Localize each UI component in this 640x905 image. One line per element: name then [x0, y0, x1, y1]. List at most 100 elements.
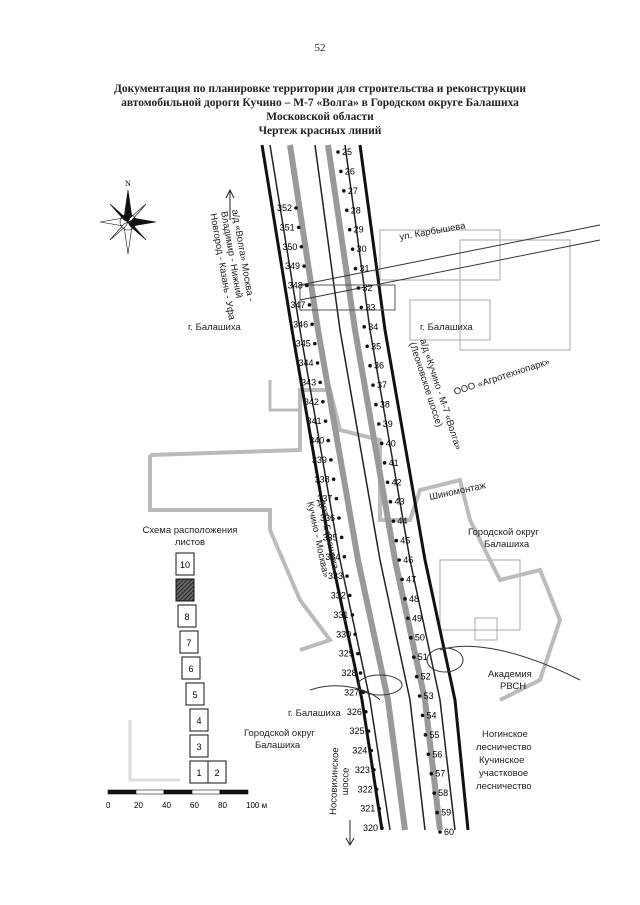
point-label: 34: [368, 322, 378, 332]
road-nosovikhinskoe: [309, 685, 381, 701]
red-line-point: [385, 480, 390, 485]
red-line-point: [296, 225, 301, 230]
point-label: 46: [403, 555, 413, 565]
point-label: 325: [350, 726, 365, 736]
red-line-point: [406, 616, 410, 621]
sheet-number: 10: [180, 560, 190, 570]
red-line-point: [329, 458, 333, 462]
point-label: 337: [317, 494, 332, 504]
point-label: 328: [341, 668, 356, 678]
red-line-point: [334, 496, 339, 501]
building-block: [409, 299, 491, 341]
point-label: 25: [342, 147, 352, 157]
red-line-point: [331, 477, 336, 482]
point-label: 331: [333, 610, 348, 620]
point-label: 352: [277, 203, 292, 213]
point-label: 42: [392, 477, 402, 487]
sheet-cell: [189, 734, 209, 758]
point-label: 323: [355, 765, 370, 775]
point-label: 348: [288, 281, 303, 291]
point-label: 55: [429, 730, 439, 740]
point-label: 50: [415, 633, 425, 643]
red-line-point: [438, 830, 442, 834]
place-akademia: РВСН: [500, 681, 526, 692]
zone-boundary: [148, 455, 334, 652]
red-line-point: [304, 283, 309, 288]
red-line-point: [365, 344, 369, 349]
red-line-point: [307, 303, 312, 307]
point-label: 30: [357, 244, 367, 254]
point-label: 43: [394, 497, 404, 507]
red-line-point: [374, 402, 378, 407]
point-label: 36: [374, 361, 384, 371]
point-label: 344: [298, 358, 313, 368]
point-label: 41: [389, 458, 399, 468]
street-label: ул. Карбышева: [399, 220, 467, 243]
sheet-number: 5: [192, 690, 197, 700]
red-line-point: [337, 516, 341, 520]
point-label: 40: [386, 438, 396, 448]
red-line-point: [400, 577, 404, 582]
red-line-point: [374, 787, 379, 792]
scale-segment: [191, 789, 221, 795]
place-agrotechnopark: ООО «Агротехнопарк»: [453, 356, 552, 397]
red-line-point: [361, 690, 365, 695]
red-line-point: [345, 574, 349, 578]
sheet-number: 6: [188, 664, 193, 674]
scale-segment: [163, 789, 193, 795]
point-label: 60: [444, 827, 454, 837]
sheet-number: 3: [196, 742, 201, 752]
red-line-point: [299, 244, 304, 249]
title-line: Московской области: [266, 111, 374, 123]
red-line-point: [391, 519, 396, 523]
red-line-point: [326, 438, 331, 443]
place-tire: Шиномонтаж: [428, 480, 487, 503]
sheet-cell: [189, 708, 209, 732]
road-label-nosovikhinskoe: шоссе: [340, 767, 352, 795]
point-label: 49: [412, 613, 422, 623]
title-line: автомобильной дороги Кучино – М-7 «Волга…: [121, 97, 519, 109]
building-block: [439, 559, 521, 631]
point-label: 347: [290, 300, 305, 310]
point-label: 346: [293, 319, 308, 329]
red-line-point: [350, 613, 355, 617]
red-line-point: [321, 399, 325, 404]
point-label: 343: [301, 377, 316, 387]
point-label: 350: [282, 242, 297, 252]
page-number: 52: [314, 42, 326, 54]
point-label: 38: [380, 400, 390, 410]
scale-segment: [219, 789, 249, 795]
sheet-cell: [175, 578, 195, 602]
red-line-point: [382, 461, 387, 465]
red-line-point: [423, 733, 428, 737]
roundabout: [426, 647, 464, 673]
point-label: 37: [377, 380, 387, 390]
point-label: 35: [371, 341, 381, 351]
point-label: 32: [362, 283, 372, 293]
red-line-point: [315, 361, 320, 365]
sheet-number: 7: [186, 638, 191, 648]
red-line-point: [403, 597, 407, 601]
red-line-point: [342, 554, 347, 559]
red-line-point: [411, 655, 416, 659]
point-label: 47: [406, 574, 416, 584]
red-line-point: [377, 806, 382, 811]
point-label: 29: [354, 225, 364, 235]
place-gorod-right: Городской округ: [468, 527, 539, 538]
red-line-point: [368, 363, 372, 368]
red-line-point: [313, 341, 317, 346]
building-block: [474, 617, 498, 641]
sheet-cell: [207, 760, 227, 784]
scale-tick-label: 20: [134, 801, 143, 810]
point-label: 58: [438, 788, 448, 798]
red-line-point: [362, 325, 367, 329]
point-label: 330: [336, 629, 351, 639]
point-label: 332: [331, 591, 346, 601]
red-line-point: [356, 651, 360, 656]
red-line-point: [380, 826, 384, 830]
place-noginsk: Кучинское: [479, 755, 524, 766]
compass-rose-icon: N: [99, 179, 157, 255]
place-noginsk: Ногинское: [482, 729, 528, 740]
